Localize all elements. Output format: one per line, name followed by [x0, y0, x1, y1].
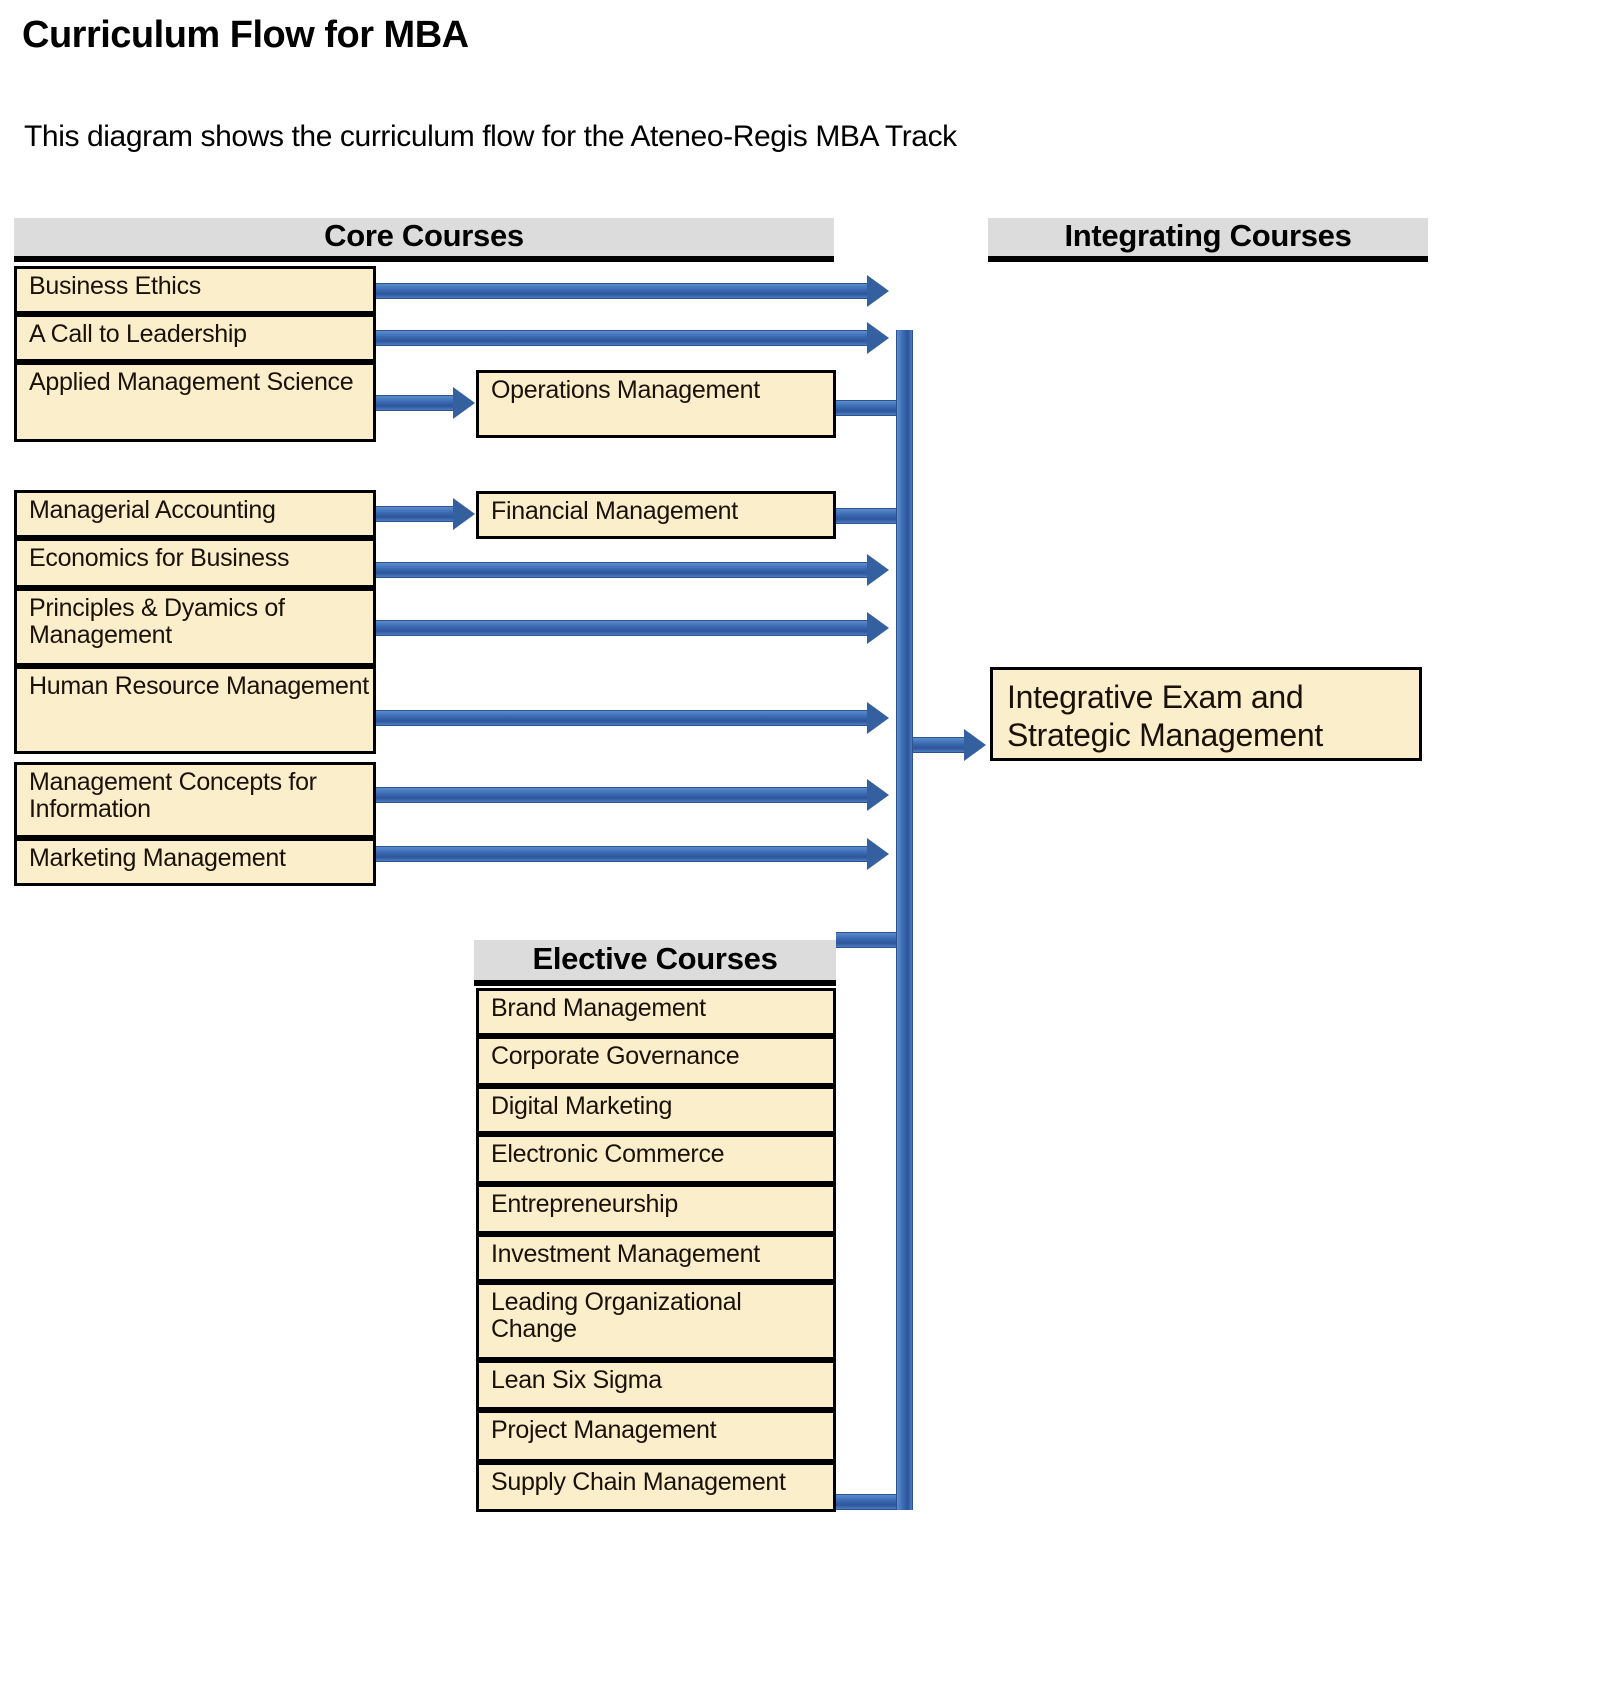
section-header-core-courses: Core Courses — [14, 218, 834, 262]
course-box-project-management[interactable]: Project Management — [476, 1410, 836, 1462]
flow-bus-vertical-line — [896, 330, 913, 1510]
course-box-management-concepts-for-information[interactable]: Management Concepts for Information — [14, 762, 376, 838]
arrow-management-concepts-for-information-to-bus — [376, 787, 868, 803]
course-box-principles-and-dynamics-of-management[interactable]: Principles & Dyamics of Management — [14, 588, 376, 666]
section-header-elective-courses: Elective Courses — [474, 940, 836, 986]
course-box-business-ethics[interactable]: Business Ethics — [14, 266, 376, 314]
arrow-applied-management-science-to-operations-management — [376, 395, 454, 411]
course-box-supply-chain-management[interactable]: Supply Chain Management — [476, 1462, 836, 1512]
connector-elective-top-to-bus — [836, 932, 902, 948]
course-box-human-resource-management[interactable]: Human Resource Management — [14, 666, 376, 754]
arrow-business-ethics-to-bus — [376, 283, 868, 299]
course-box-economics-for-business[interactable]: Economics for Business — [14, 538, 376, 588]
arrow-a-call-to-leadership-to-bus — [376, 330, 868, 346]
course-box-leading-organizational-change[interactable]: Leading Organizational Change — [476, 1282, 836, 1360]
page-subtitle: This diagram shows the curriculum flow f… — [24, 120, 957, 153]
course-box-investment-management[interactable]: Investment Management — [476, 1234, 836, 1282]
arrow-bus-to-integrative-exam — [913, 737, 965, 753]
course-box-financial-management[interactable]: Financial Management — [476, 491, 836, 539]
course-box-operations-management[interactable]: Operations Management — [476, 370, 836, 438]
arrow-human-resource-management-to-bus — [376, 710, 868, 726]
connector-financial-management-to-bus — [836, 508, 902, 524]
course-box-lean-six-sigma[interactable]: Lean Six Sigma — [476, 1360, 836, 1410]
course-box-integrative-exam-and-strategic-management[interactable]: Integrative Exam and Strategic Managemen… — [990, 667, 1422, 761]
course-box-a-call-to-leadership[interactable]: A Call to Leadership — [14, 314, 376, 362]
course-box-applied-management-science[interactable]: Applied Management Science — [14, 362, 376, 442]
course-box-managerial-accounting[interactable]: Managerial Accounting — [14, 490, 376, 538]
connector-elective-bottom-to-bus — [836, 1494, 902, 1510]
course-box-brand-management[interactable]: Brand Management — [476, 988, 836, 1036]
course-box-electronic-commerce[interactable]: Electronic Commerce — [476, 1134, 836, 1184]
course-box-marketing-management[interactable]: Marketing Management — [14, 838, 376, 886]
arrow-economics-for-business-to-bus — [376, 562, 868, 578]
section-header-integrating-courses: Integrating Courses — [988, 218, 1428, 262]
arrow-managerial-accounting-to-financial-management — [376, 506, 454, 522]
connector-operations-management-to-bus — [836, 400, 902, 416]
page-title: Curriculum Flow for MBA — [22, 14, 469, 56]
course-box-corporate-governance[interactable]: Corporate Governance — [476, 1036, 836, 1086]
arrow-principles-and-dynamics-to-bus — [376, 620, 868, 636]
course-box-entrepreneurship[interactable]: Entrepreneurship — [476, 1184, 836, 1234]
arrow-marketing-management-to-bus — [376, 846, 868, 862]
course-box-digital-marketing[interactable]: Digital Marketing — [476, 1086, 836, 1134]
